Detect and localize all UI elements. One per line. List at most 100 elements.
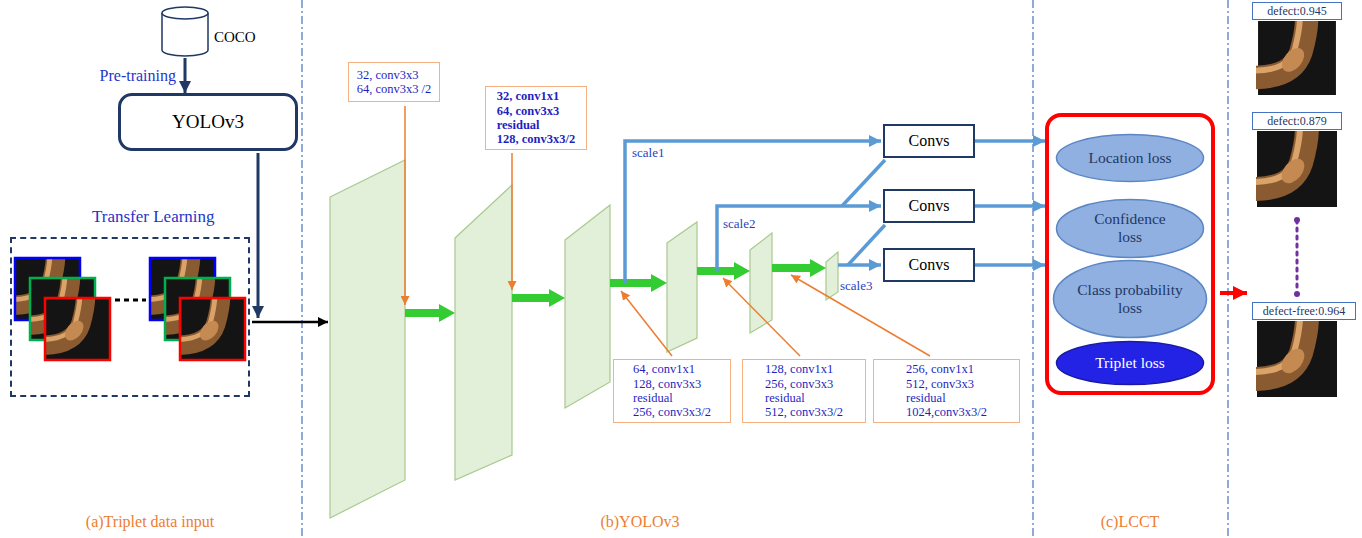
layer-annotation: 32, conv1x164, conv3x3residual128, conv3… [485, 86, 587, 150]
node-text: 1024,conv3x3/2 [906, 405, 987, 419]
leader-line [621, 291, 672, 356]
cylinder-top [162, 7, 208, 19]
node-text: 256, conv3x3/2 [633, 405, 711, 419]
ellipsis-dots [1296, 220, 1299, 292]
node-text: YOLOv3 [172, 111, 244, 133]
model-box: YOLOv3 [118, 93, 298, 151]
node-text: residual [906, 391, 987, 405]
ellipse-outline [1057, 342, 1204, 385]
section-separator [1227, 0, 1228, 538]
node-text: COCO [214, 29, 256, 46]
node-text: 512, conv3x3 [906, 377, 987, 391]
node-text: residual [497, 118, 575, 132]
node-text: Confidence loss [1085, 210, 1175, 246]
section-separator [301, 0, 302, 538]
node-text: 64, conv3x3 [497, 104, 575, 118]
connector [975, 139, 1045, 143]
node-text: 64, conv1x1 [633, 362, 711, 376]
section-caption: (c)LCCT [1101, 513, 1160, 531]
feature-map [750, 233, 772, 333]
node-text: Convs [909, 197, 950, 215]
node-text: residual [633, 391, 711, 405]
section-caption: (a)Triplet data input [86, 513, 214, 531]
conv-box: Convs [883, 248, 975, 282]
ellipse-outline [1057, 135, 1204, 182]
connector [184, 58, 187, 93]
upsample-branch [848, 225, 885, 265]
feature-map [565, 205, 610, 408]
node-text: 128, conv3x3 [633, 377, 711, 391]
node-text: 128, conv1x1 [765, 362, 843, 376]
flow-arrow [610, 274, 667, 292]
node-text: 256, conv1x1 [906, 362, 987, 376]
node-text: residual [765, 391, 843, 405]
sample-image [177, 295, 245, 360]
layer-annotation: 256, conv1x1512, conv3x3residual1024,con… [873, 359, 1020, 423]
scale-label: scale1 [632, 145, 664, 161]
layer-annotation: 32, conv3x364, conv3x3 /2 [348, 62, 440, 102]
leader-line [404, 106, 406, 305]
result-label: defect:0.879 [1252, 112, 1342, 130]
result-image [1253, 127, 1337, 207]
transfer-arrow [257, 153, 260, 318]
layer-annotation: 64, conv1x1128, conv3x3residual256, conv… [613, 359, 731, 423]
node-text: 32, conv3x3 [357, 68, 432, 82]
section-caption: (b)YOLOv3 [600, 513, 679, 531]
node-text: Triplet loss [1095, 354, 1165, 372]
node-text: defect:0.945 [1267, 4, 1327, 19]
node-text: 32, conv1x1 [497, 89, 575, 103]
leader-line [791, 275, 930, 356]
layer-annotation: 128, conv1x1256, conv3x3residual512, con… [742, 359, 866, 423]
loss-ellipse: Confidence loss [1055, 198, 1205, 259]
loss-ellipse: Location loss [1055, 133, 1205, 183]
negative-frame [45, 298, 110, 360]
connector-label: Pre-training [99, 67, 177, 85]
scale-branch [838, 263, 881, 267]
scale-label: scale3 [840, 278, 872, 294]
output-arrow [1220, 291, 1247, 295]
result-image [1253, 317, 1337, 397]
scale-branch [625, 141, 881, 283]
cylinder-shape [160, 5, 210, 58]
negative-frame [180, 298, 245, 360]
feature-map [330, 160, 405, 518]
flow-arrow [512, 289, 565, 307]
scale-label: scale2 [723, 216, 755, 232]
flow-arrow [405, 304, 455, 322]
flow-arrow [697, 262, 750, 280]
ellipse-outline [1057, 199, 1204, 257]
node-text: Class probability loss [1071, 281, 1189, 317]
result-image [1254, 17, 1336, 95]
loss-ellipse: Class probability loss [1052, 259, 1208, 339]
loss-ellipse: Triplet loss [1055, 340, 1205, 386]
database-cylinder: COCO [160, 5, 210, 58]
feature-map [667, 222, 697, 352]
node-text: Transfer Learning [92, 207, 215, 227]
node-text: 512, conv3x3/2 [765, 405, 843, 419]
feature-map [455, 185, 512, 480]
connector [975, 204, 1045, 208]
loss-group: Location lossConfidence lossClass probab… [1045, 113, 1215, 395]
input-group: Transfer Learning [10, 237, 250, 397]
node-text: Convs [909, 132, 950, 150]
ellipse-outline [1054, 261, 1207, 338]
ellipsis-dot [1294, 217, 1300, 223]
result-label: defect:0.945 [1252, 2, 1342, 20]
upsample-branch [842, 160, 885, 206]
ellipsis-dot [1294, 291, 1300, 297]
scale-branch [717, 206, 881, 271]
flow-arrow [772, 259, 826, 277]
result-label: defect-free:0.964 [1252, 302, 1356, 320]
node-text: defect-free:0.964 [1263, 304, 1345, 319]
section-separator [1032, 0, 1033, 538]
node-text: Location loss [1088, 149, 1171, 167]
leader-line [723, 278, 800, 356]
ellipsis-dashes [115, 299, 146, 302]
conv-box: Convs [883, 189, 975, 223]
node-text: defect:0.879 [1267, 114, 1327, 129]
feature-map [826, 252, 838, 300]
node-text: 128, conv3x3/2 [497, 132, 575, 146]
node-text: 64, conv3x3 /2 [357, 82, 432, 96]
connector [975, 263, 1045, 267]
input-arrow [252, 321, 328, 324]
